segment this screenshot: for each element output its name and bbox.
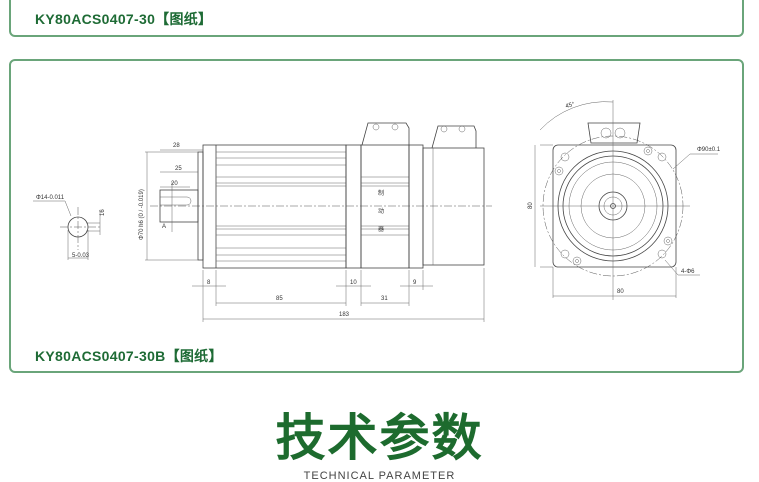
drawing-panel-standard: KY80ACS0407-30【图纸】	[9, 0, 744, 37]
holes-label: 4-Φ6	[681, 269, 695, 275]
drawing-panel-brake: KY80ACS0407-30B【图纸】	[9, 59, 744, 373]
dim-183: 183	[339, 312, 350, 318]
datum-a: A	[162, 224, 166, 230]
dim-25: 25	[175, 166, 182, 172]
dim-8: 8	[207, 280, 211, 286]
dim-20: 20	[171, 181, 178, 187]
dim-9: 9	[413, 280, 417, 286]
pilot-diameter-label: Φ70 h6 (0 / -0.019)	[139, 189, 145, 240]
width-80-label: 80	[617, 289, 624, 295]
brake-label-1: 制	[378, 189, 384, 197]
key-width-label: 5-0.03	[72, 253, 90, 259]
technical-drawing: Φ14-0.011 5-0.03 16	[33, 100, 721, 322]
brake-label-2: 动	[378, 208, 384, 215]
panel-title: KY80ACS0407-30B【图纸】	[35, 348, 223, 364]
section-subtitle: TECHNICAL PARAMETER	[303, 470, 456, 482]
dim-28: 28	[173, 143, 180, 149]
dim-85: 85	[276, 296, 283, 302]
dim-31: 31	[381, 296, 388, 302]
dim-10: 10	[350, 280, 357, 286]
section-heading: 技术参数	[275, 409, 484, 467]
panel-title: KY80ACS0407-30【图纸】	[35, 11, 213, 27]
motor-front-view: 45° Φ90±0.1 80 80 4-Φ6	[528, 100, 721, 300]
key-height-label: 16	[100, 209, 106, 216]
shaft-section-view: Φ14-0.011 5-0.03 16	[33, 195, 106, 260]
height-80-label: 80	[528, 202, 534, 209]
brake-label-3: 器	[378, 226, 384, 233]
shaft-diameter-label: Φ14-0.011	[36, 195, 65, 201]
motor-side-view: 制 动 器 28 25 20 A Φ70 h6 (0 / -0.019) 8 1…	[139, 122, 492, 322]
bolt-circle-label: Φ90±0.1	[697, 147, 721, 153]
angle-label: 45°	[565, 102, 576, 110]
